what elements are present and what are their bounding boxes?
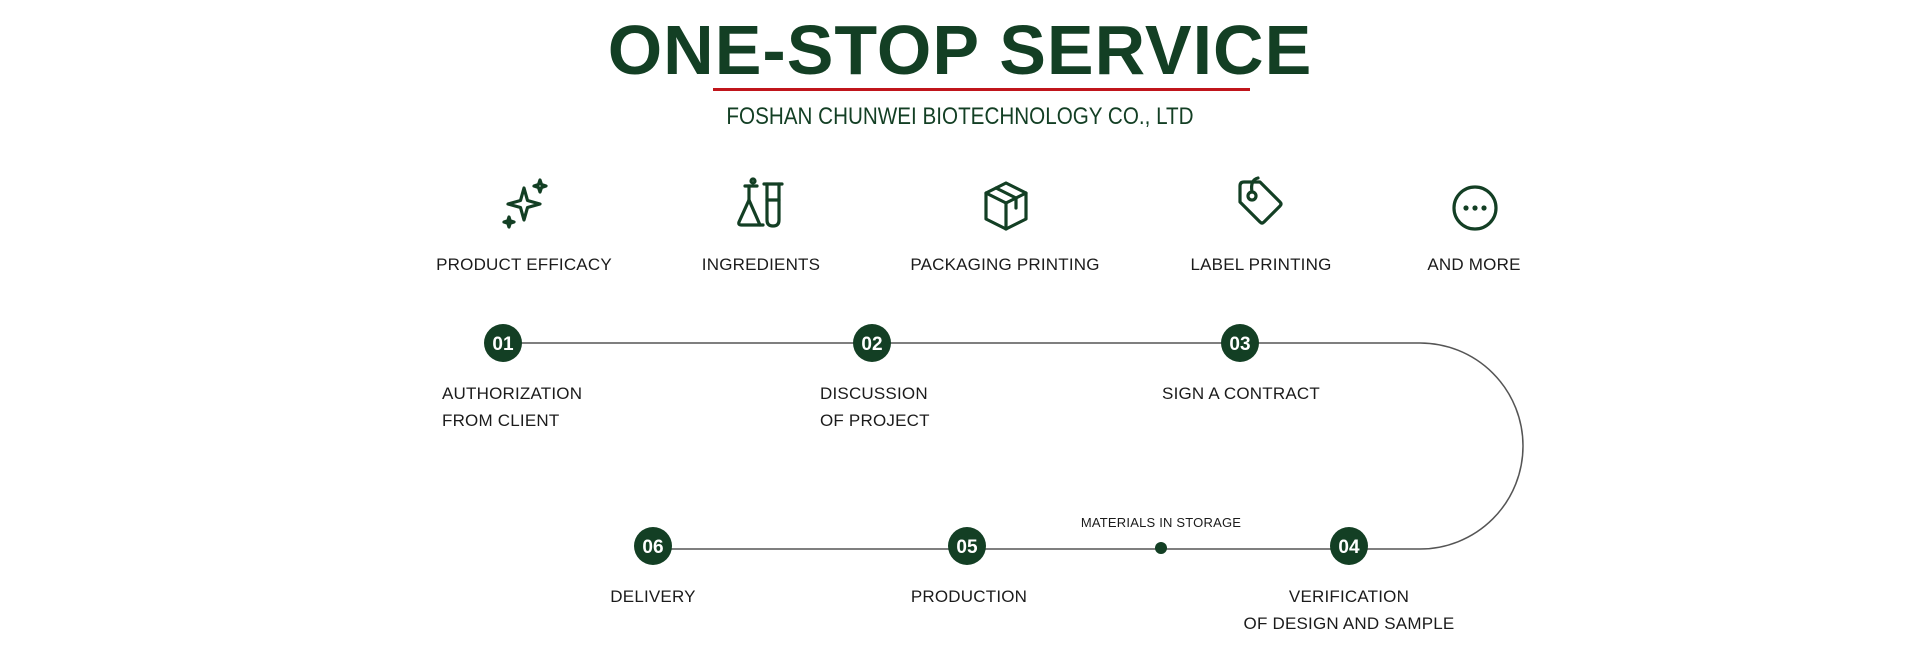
title-underline	[713, 88, 1250, 91]
step-number: 04	[1338, 537, 1360, 558]
step-number: 01	[492, 334, 514, 355]
step-label-01: AUTHORIZATION FROM CLIENT	[442, 384, 583, 430]
step-label-05: PRODUCTION	[910, 587, 1028, 606]
service-label-label-printing: LABEL PRINTING	[1190, 255, 1332, 274]
step-marker-04: 04	[1330, 527, 1368, 565]
milestone-label: MATERIALS IN STORAGE	[1080, 515, 1242, 530]
flow-path	[503, 342, 1524, 550]
service-label-and-more: AND MORE	[1427, 255, 1521, 274]
step-label-02: DISCUSSION OF PROJECT	[820, 384, 930, 430]
step-number: 02	[861, 334, 882, 355]
company-name: FOSHAN CHUNWEI BIOTECHNOLOGY CO., LTD	[726, 103, 1194, 130]
step-label-03: SIGN A CONTRACT	[1162, 384, 1320, 403]
step-marker-01: 01	[484, 324, 522, 362]
step-label-04: VERIFICATION OF DESIGN AND SAMPLE	[1243, 587, 1455, 633]
service-label-product-efficacy: PRODUCT EFFICACY	[436, 255, 612, 274]
service-label-packaging-printing: PACKAGING PRINTING	[910, 255, 1100, 274]
page-title: ONE-STOP SERVICE	[607, 11, 1313, 89]
sparkle-icon	[498, 176, 554, 237]
milestone-dot	[1155, 542, 1167, 554]
flask-icon	[733, 176, 789, 237]
step-marker-02: 02	[853, 324, 891, 362]
more-icon	[1447, 180, 1503, 241]
service-label-ingredients: INGREDIENTS	[701, 255, 821, 274]
step-label-06: DELIVERY	[610, 587, 696, 606]
step-marker-05: 05	[948, 527, 986, 565]
box-icon	[978, 178, 1034, 239]
tag-icon	[1232, 176, 1288, 237]
step-marker-06: 06	[634, 527, 672, 565]
step-number: 06	[642, 537, 663, 558]
step-marker-03: 03	[1221, 324, 1259, 362]
step-number: 05	[956, 537, 978, 558]
step-number: 03	[1229, 334, 1250, 355]
